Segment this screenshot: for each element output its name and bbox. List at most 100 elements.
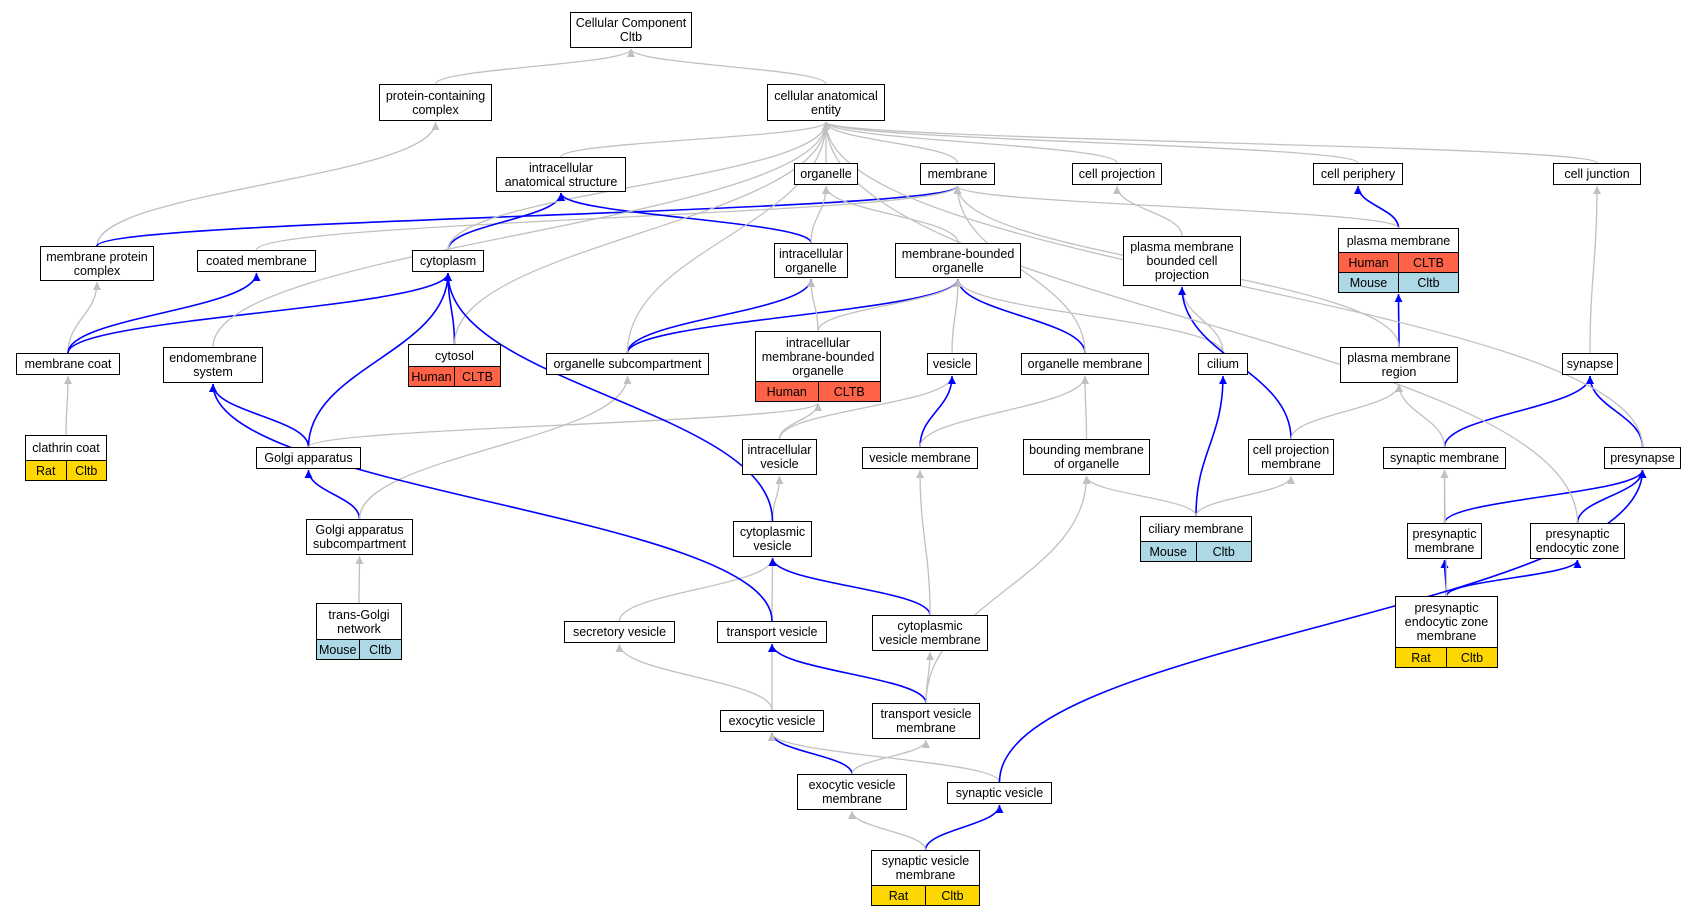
node-label: cell periphery (1320, 167, 1396, 181)
node-pez[interactable]: presynaptic endocytic zone (1530, 523, 1625, 559)
node-label: membrane (927, 167, 988, 181)
node-sves[interactable]: secretory vesicle (564, 621, 675, 643)
node-endo[interactable]: endomembrane system (163, 347, 263, 383)
edge-ives-to-ves (778, 375, 956, 440)
edge-mcoat-to-coatm (67, 272, 261, 354)
node-sv[interactable]: synaptic vesicle (947, 782, 1052, 804)
node-mpc[interactable]: membrane protein complex (40, 246, 154, 281)
node-label: cell junction (1564, 167, 1630, 181)
edge-tvm-to-bmo (925, 475, 1091, 704)
species-tag-human: Human (1339, 253, 1398, 272)
node-label: vesicle membrane (869, 451, 971, 465)
species-tag-human: CLTB (454, 367, 500, 386)
node-cpm[interactable]: cell projection membrane (1248, 439, 1334, 475)
edge-pcc-to-cc (434, 48, 635, 85)
node-label: cytoplasmic vesicle membrane (879, 619, 981, 647)
node-label: Golgi apparatus (264, 451, 353, 465)
node-cvm[interactable]: cytoplasmic vesicle membrane (872, 615, 988, 651)
node-pcc[interactable]: protein-containing complex (379, 84, 492, 121)
node-label: trans-Golgi network (328, 607, 390, 636)
edge-osub-to-cae (626, 121, 830, 354)
node-osub[interactable]: organelle subcompartment (546, 353, 709, 375)
edge-tves-to-endo (209, 383, 773, 622)
node-label: ciliary membrane (1148, 522, 1244, 536)
edge-cproj-to-cae (822, 121, 1118, 164)
node-label: plasma membrane bounded cell projection (1130, 240, 1234, 282)
node-cves[interactable]: cytoplasmic vesicle (733, 521, 812, 557)
node-label: synapse (1566, 357, 1614, 371)
node-cae[interactable]: cellular anatomical entity (767, 84, 885, 121)
node-cjunc[interactable]: cell junction (1553, 163, 1641, 185)
species-tag-rat: Rat (872, 886, 925, 905)
node-label: organelle membrane (1027, 357, 1143, 371)
edge-sves-to-cves (618, 557, 777, 622)
node-prem[interactable]: presynaptic membrane (1407, 523, 1482, 559)
node-label: coated membrane (206, 254, 307, 268)
node-cil[interactable]: cilium (1198, 353, 1248, 375)
node-mem[interactable]: membrane (920, 163, 995, 185)
edge-gas-to-golgi (304, 469, 361, 520)
node-org[interactable]: organelle (794, 163, 858, 185)
species-tag-human: CLTB (817, 382, 880, 401)
node-cc[interactable]: Cellular Component Cltb (570, 12, 692, 48)
edge-ias-to-cae (560, 121, 830, 158)
node-cper[interactable]: cell periphery (1313, 163, 1403, 185)
edge-mpc-to-pcc (96, 121, 440, 247)
node-vmem[interactable]: vesicle membrane (862, 447, 978, 469)
node-cyto[interactable]: cytoplasm (412, 250, 484, 272)
node-bmo[interactable]: bounding membrane of organelle (1023, 439, 1150, 475)
node-pre[interactable]: presynapse (1604, 447, 1681, 469)
species-tag-mouse: Cltb (1398, 273, 1458, 292)
edge-pmbcp-to-cproj (1113, 185, 1183, 237)
node-exo[interactable]: exocytic vesicle (720, 710, 824, 732)
edge-mcoat-to-mpc (67, 281, 101, 354)
node-ves[interactable]: vesicle (927, 353, 977, 375)
edge-syn-to-cjunc (1589, 185, 1601, 354)
species-tag-mouse: Mouse (1339, 273, 1398, 292)
node-gas[interactable]: Golgi apparatus subcompartment (306, 519, 413, 555)
node-tvm[interactable]: transport vesicle membrane (872, 703, 980, 739)
species-tag-mouse: Cltb (1195, 542, 1251, 561)
edge-pezm-to-pez (1445, 559, 1582, 597)
edge-tvm-to-tves (768, 643, 927, 704)
node-syn[interactable]: synapse (1562, 353, 1618, 375)
node-label: synaptic vesicle (955, 786, 1044, 800)
edge-osub-to-mbo (626, 278, 962, 354)
node-mcoat[interactable]: membrane coat (16, 353, 120, 375)
species-tag-human: Human (756, 382, 818, 401)
node-ias[interactable]: intracellular anatomical structure (496, 157, 626, 192)
node-golgi[interactable]: Golgi apparatus (256, 447, 361, 469)
node-imbo[interactable]: intracellular membrane-bounded organelle… (755, 331, 881, 402)
node-mbo[interactable]: membrane-bounded organelle (895, 243, 1021, 278)
node-iorg[interactable]: intracellular organelle (774, 243, 848, 278)
node-evm[interactable]: exocytic vesicle membrane (797, 774, 907, 810)
edge-svm-to-sv (924, 804, 1004, 851)
edge-pm-to-mem (953, 185, 1400, 229)
edge-cvm-to-cves (768, 557, 931, 616)
edge-mcoat-to-cyto (67, 272, 452, 354)
edge-cyto-to-cae (447, 121, 830, 251)
node-synm[interactable]: synaptic membrane (1383, 447, 1506, 469)
edge-vmem-to-omem (919, 375, 1089, 448)
edge-cper-to-cae (822, 121, 1359, 164)
node-pmr[interactable]: plasma membrane region (1340, 347, 1458, 383)
node-cproj[interactable]: cell projection (1072, 163, 1162, 185)
node-pmbcp[interactable]: plasma membrane bounded cell projection (1123, 236, 1241, 286)
node-coatm[interactable]: coated membrane (197, 250, 316, 272)
node-ives[interactable]: intracellular vesicle (742, 439, 817, 475)
edge-pmr-to-pm (1394, 293, 1403, 348)
node-tves[interactable]: transport vesicle (717, 621, 827, 643)
node-omem[interactable]: organelle membrane (1021, 353, 1149, 375)
edge-mbo-to-org (822, 185, 959, 244)
